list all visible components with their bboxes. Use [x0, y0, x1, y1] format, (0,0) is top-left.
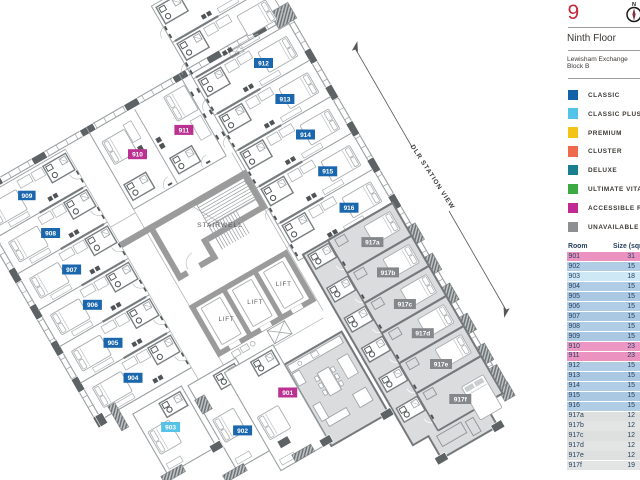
svg-text:917f: 917f [454, 396, 468, 403]
svg-text:LIFT: LIFT [247, 299, 263, 306]
svg-text:917c: 917c [398, 301, 413, 308]
svg-text:917e: 917e [434, 361, 449, 368]
svg-text:916: 916 [344, 205, 355, 212]
svg-text:906: 906 [87, 302, 98, 309]
svg-text:907: 907 [66, 267, 77, 274]
svg-text:901: 901 [282, 390, 293, 397]
svg-text:DLR STATION VIEW: DLR STATION VIEW [409, 144, 456, 211]
svg-text:913: 913 [279, 96, 290, 103]
svg-text:904: 904 [128, 375, 139, 382]
svg-text:911: 911 [179, 127, 190, 134]
svg-text:917b: 917b [381, 270, 396, 277]
svg-text:917d: 917d [415, 331, 430, 338]
svg-text:LIFT: LIFT [219, 316, 235, 323]
svg-text:909: 909 [21, 193, 32, 200]
svg-text:LIFT: LIFT [276, 281, 292, 288]
svg-text:905: 905 [108, 340, 119, 347]
svg-text:910: 910 [132, 152, 143, 159]
svg-text:908: 908 [45, 230, 56, 237]
svg-text:902: 902 [237, 428, 248, 435]
svg-text:903: 903 [165, 424, 176, 431]
svg-text:N: N [632, 2, 636, 8]
svg-text:914: 914 [300, 132, 311, 139]
svg-text:915: 915 [322, 169, 333, 176]
svg-text:912: 912 [258, 60, 269, 67]
svg-text:917a: 917a [365, 240, 380, 247]
svg-text:STAIRWELL: STAIRWELL [197, 222, 243, 229]
